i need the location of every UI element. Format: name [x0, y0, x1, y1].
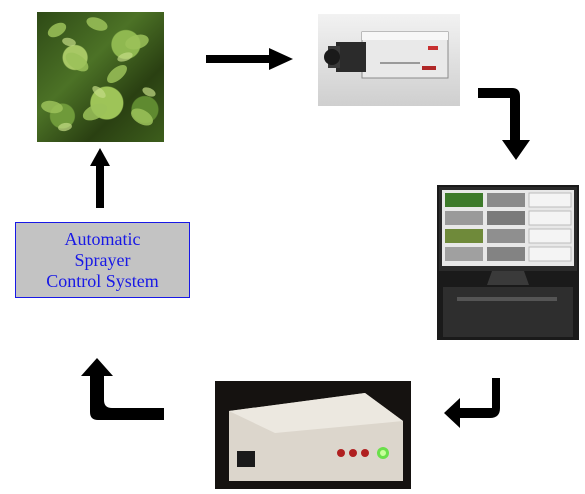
- arrow-control-to-leaves: [90, 148, 110, 208]
- sprayer-control-system-label: Automatic Sprayer Control System: [46, 228, 159, 291]
- control-box-photo: [215, 381, 411, 489]
- arrow-box-to-control: [81, 358, 164, 420]
- arrow-monitor-to-box: [444, 378, 500, 428]
- camera-photo: [318, 14, 460, 106]
- arrow-leaves-to-camera: [206, 48, 293, 70]
- monitor-photo: [437, 185, 579, 340]
- arrow-camera-to-monitor: [478, 88, 530, 160]
- leaves-photo: [37, 12, 164, 142]
- sprayer-control-system-box: Automatic Sprayer Control System: [15, 222, 190, 298]
